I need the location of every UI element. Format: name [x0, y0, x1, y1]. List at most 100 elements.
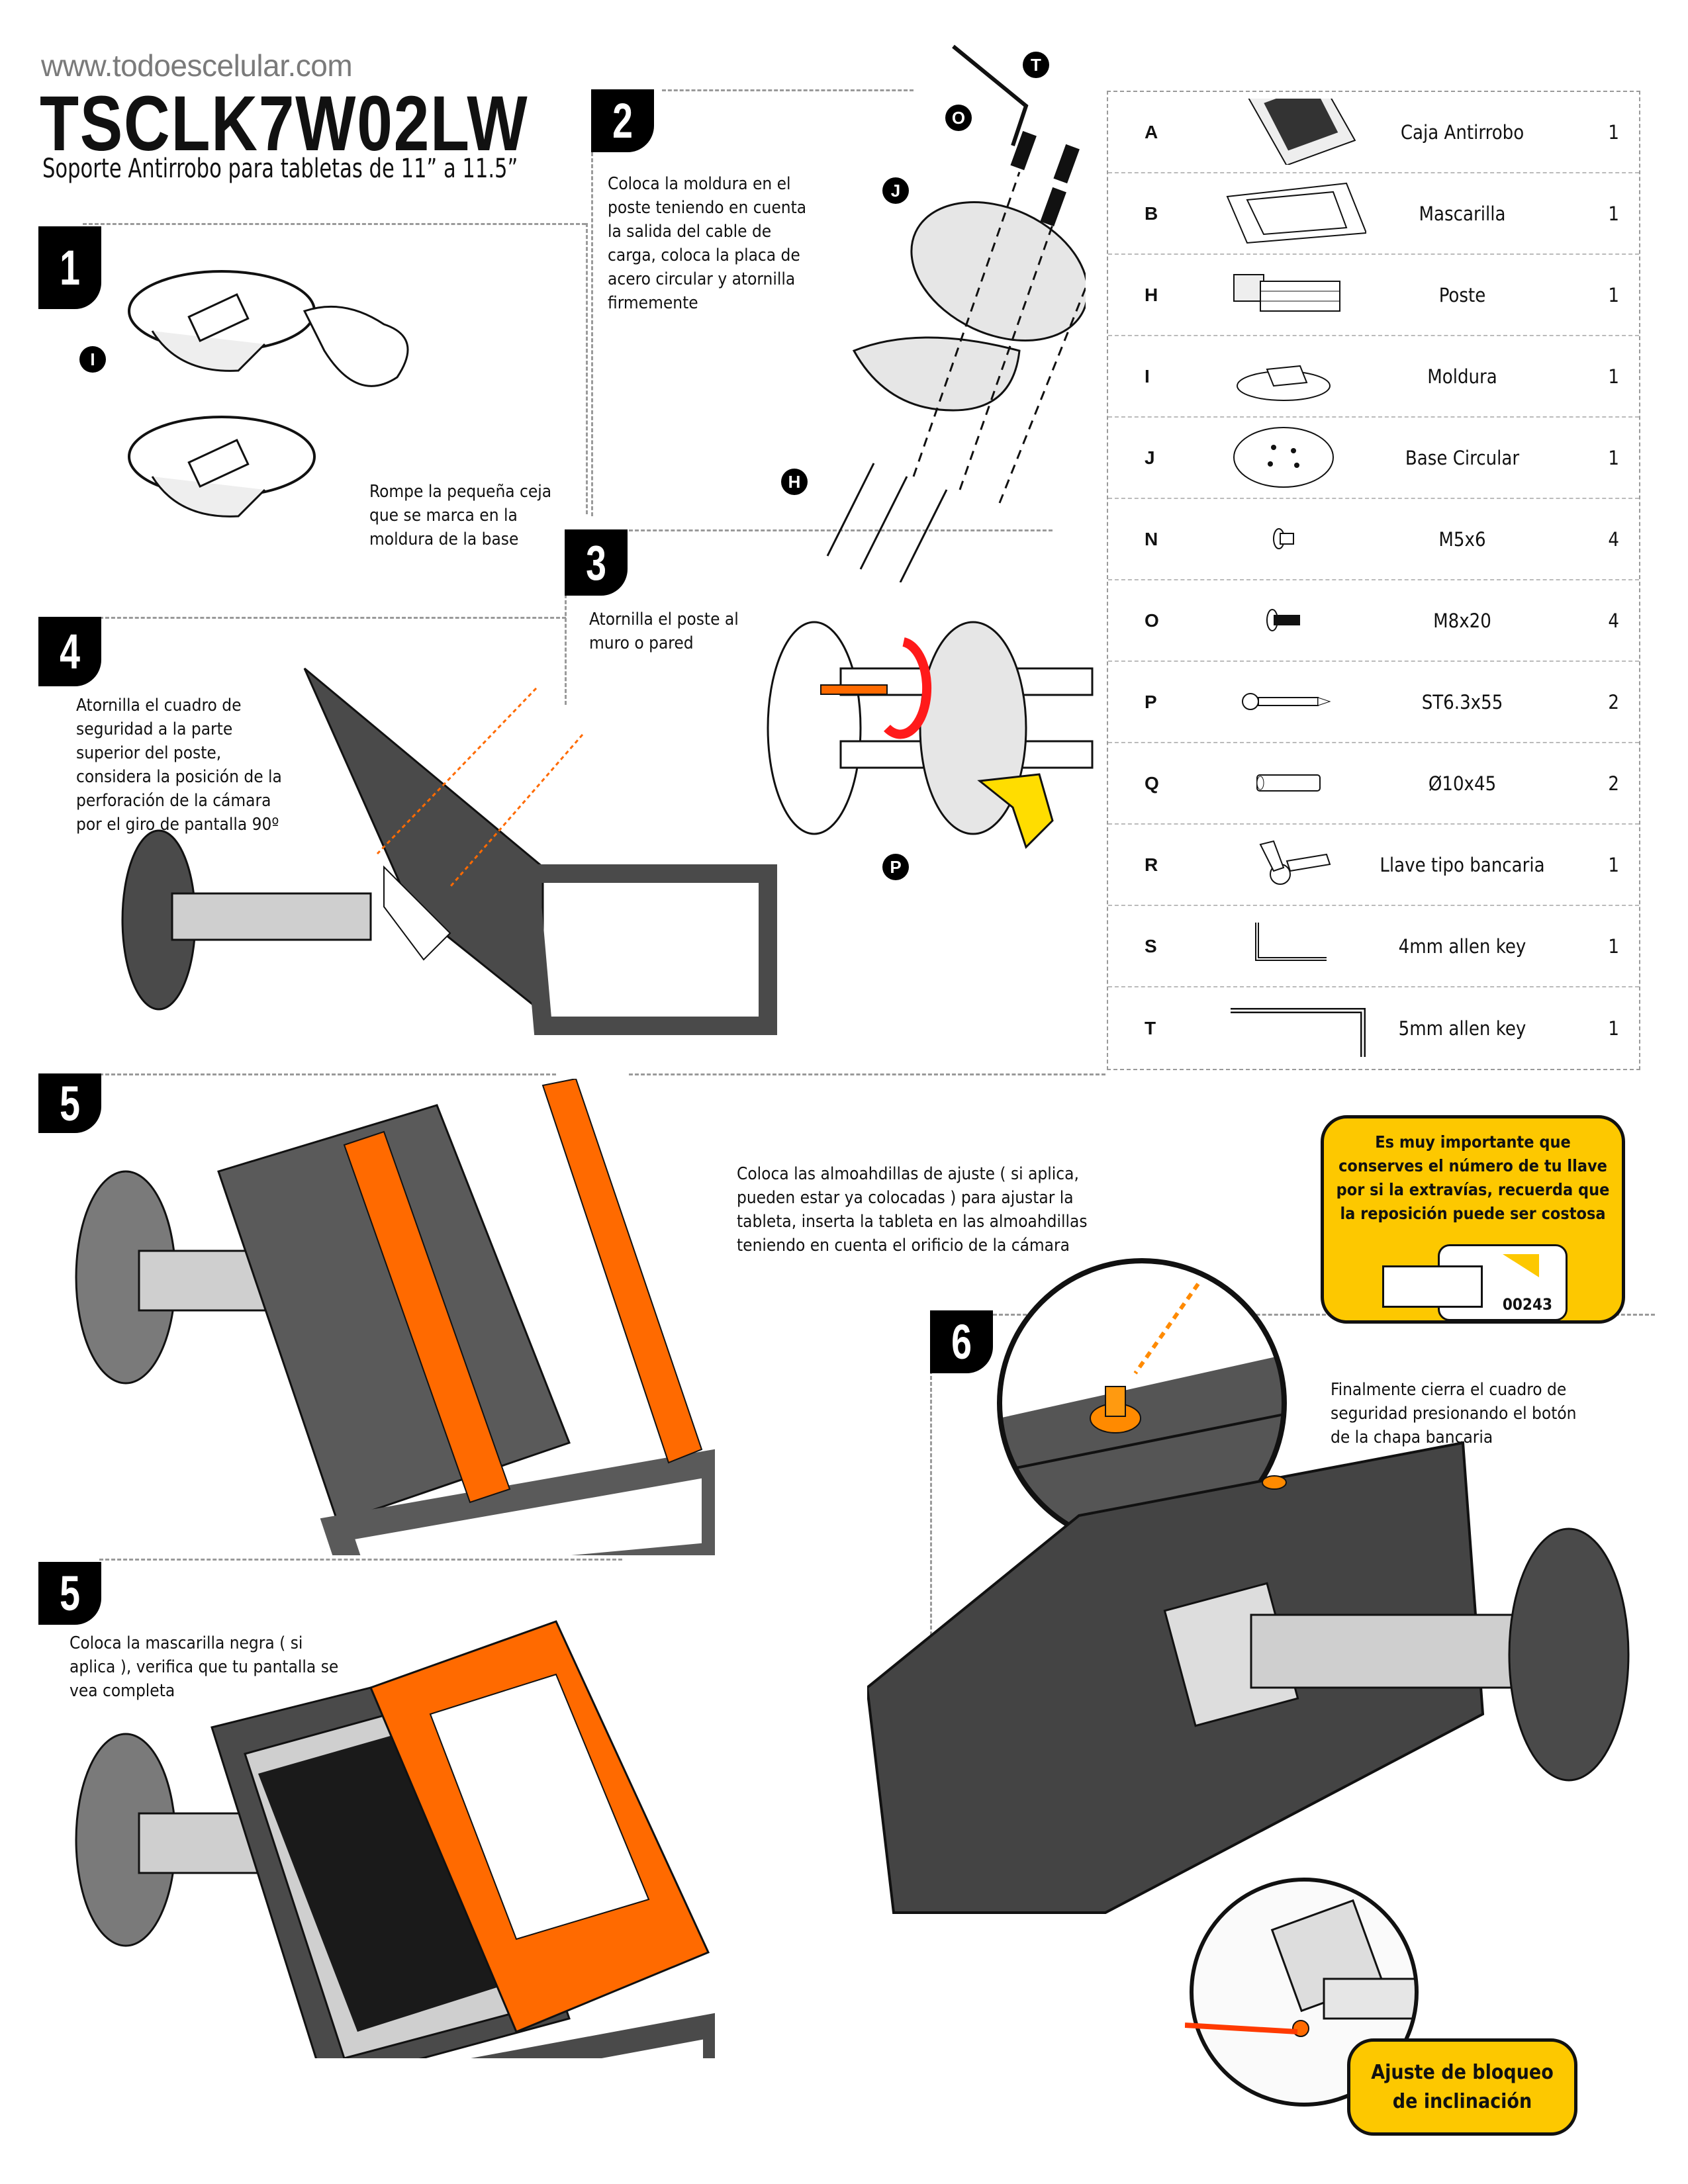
- product-subtitle: Soporte Antirrobo para tabletas de 11” a…: [42, 154, 518, 184]
- step-2-exploded-illustration: [826, 44, 1086, 582]
- parts-list-table: A Caja Antirrobo 1 B Mascarilla 1 H Post…: [1107, 91, 1640, 1070]
- part-name: Ø10x45: [1428, 772, 1497, 795]
- part-letter: Q: [1145, 772, 1159, 794]
- step-badge-2: 2: [591, 89, 654, 152]
- molding-icon: [1237, 365, 1331, 401]
- allen-key-large-icon: [1231, 1008, 1366, 1057]
- part-letter: J: [1145, 447, 1155, 468]
- divider: [99, 1073, 556, 1075]
- callout-O: O: [945, 105, 972, 131]
- keys-icon: [1259, 840, 1331, 885]
- divider: [930, 1370, 932, 1701]
- part-name: ST6.3x55: [1421, 690, 1503, 713]
- step-5-instructions: Coloca las almoahdillas de ajuste ( si a…: [737, 1164, 1088, 1255]
- divider: [993, 1314, 1655, 1316]
- divider: [629, 1073, 1105, 1075]
- part-letter: I: [1145, 365, 1150, 387]
- allen-key-small-icon: [1255, 923, 1327, 961]
- part-row: T 5mm allen key 1: [1108, 987, 1639, 1069]
- part-qty: 1: [1608, 202, 1619, 225]
- step-badge-1: 1: [38, 226, 101, 309]
- part-row: H Poste 1: [1108, 255, 1639, 336]
- part-letter: P: [1145, 691, 1157, 712]
- step-badge-5: 5: [38, 1073, 101, 1133]
- part-row: I Moldura 1: [1108, 336, 1639, 418]
- part-letter: H: [1145, 284, 1158, 305]
- divider: [662, 89, 914, 91]
- part-row: B Mascarilla 1: [1108, 173, 1639, 255]
- part-qty: 1: [1608, 934, 1619, 958]
- part-row: R Llave tipo bancaria 1: [1108, 825, 1639, 906]
- part-name: 5mm allen key: [1398, 1017, 1526, 1040]
- part-name: Mascarilla: [1419, 202, 1506, 225]
- part-name: Caja Antirrobo: [1400, 120, 1524, 144]
- callout-H: H: [781, 469, 808, 495]
- part-name: Llave tipo bancaria: [1380, 853, 1545, 876]
- step-6-closed-case-illustration: [867, 1441, 1630, 1914]
- step-5b-mask-illustration: [75, 1620, 715, 2058]
- divider: [591, 152, 593, 516]
- step-badge-3: 3: [565, 529, 628, 596]
- step-badge-4: 4: [38, 617, 101, 686]
- part-qty: 2: [1608, 772, 1619, 795]
- part-qty: 1: [1608, 1017, 1619, 1040]
- step-3-wall-mount-illustration: [767, 621, 1094, 849]
- callout-I: I: [79, 346, 106, 373]
- divider: [565, 582, 567, 705]
- callout-T: T: [1023, 52, 1049, 78]
- case-icon: [1246, 99, 1356, 165]
- part-qty: 4: [1608, 527, 1619, 551]
- callout-P: P: [882, 854, 909, 880]
- part-letter: T: [1145, 1017, 1156, 1038]
- part-letter: S: [1145, 935, 1157, 956]
- tag-corner: [1503, 1254, 1539, 1277]
- part-name: Moldura: [1427, 365, 1497, 388]
- step-badge-6: 6: [930, 1310, 993, 1373]
- part-qty: 1: [1608, 365, 1619, 388]
- part-letter: B: [1145, 203, 1158, 224]
- divider: [83, 223, 586, 225]
- wall-anchor-icon: [1256, 774, 1321, 792]
- hand-holding-tag-icon: [1382, 1265, 1483, 1308]
- part-qty: 4: [1608, 609, 1619, 632]
- part-row: O M8x20 4: [1108, 580, 1639, 662]
- part-row: J Base Circular 1: [1108, 418, 1639, 499]
- part-row: P ST6.3x55 2: [1108, 662, 1639, 743]
- model-title: TSCLK7W02LW: [40, 80, 529, 167]
- step-4-security-frame-illustration: [121, 667, 777, 1035]
- screw-short-icon: [1273, 528, 1294, 549]
- part-row: N M5x6 4: [1108, 499, 1639, 580]
- part-qty: 2: [1608, 690, 1619, 713]
- step-1-molding-illustration: [128, 270, 409, 518]
- key-number: 00243: [1502, 1295, 1552, 1314]
- part-qty: 1: [1608, 446, 1619, 469]
- part-name: Base Circular: [1405, 446, 1520, 469]
- part-name: M8x20: [1433, 609, 1491, 632]
- website-url[interactable]: www.todoescelular.com: [41, 48, 353, 83]
- part-qty: 1: [1608, 283, 1619, 306]
- part-row: Q Ø10x45 2: [1108, 743, 1639, 825]
- callout-J: J: [882, 177, 909, 204]
- part-name: M5x6: [1438, 527, 1486, 551]
- wood-screw-icon: [1242, 693, 1331, 710]
- pole-icon: [1233, 274, 1340, 312]
- mask-frame-icon: [1226, 182, 1366, 244]
- step-badge-5b: 5: [38, 1562, 101, 1625]
- circular-plate-icon: [1233, 427, 1334, 488]
- divider: [586, 223, 588, 514]
- part-letter: A: [1145, 121, 1158, 142]
- part-letter: N: [1145, 528, 1158, 549]
- part-letter: R: [1145, 854, 1158, 875]
- part-row: A Caja Antirrobo 1: [1108, 92, 1639, 173]
- part-row: S 4mm allen key 1: [1108, 906, 1639, 987]
- part-name: 4mm allen key: [1398, 934, 1526, 958]
